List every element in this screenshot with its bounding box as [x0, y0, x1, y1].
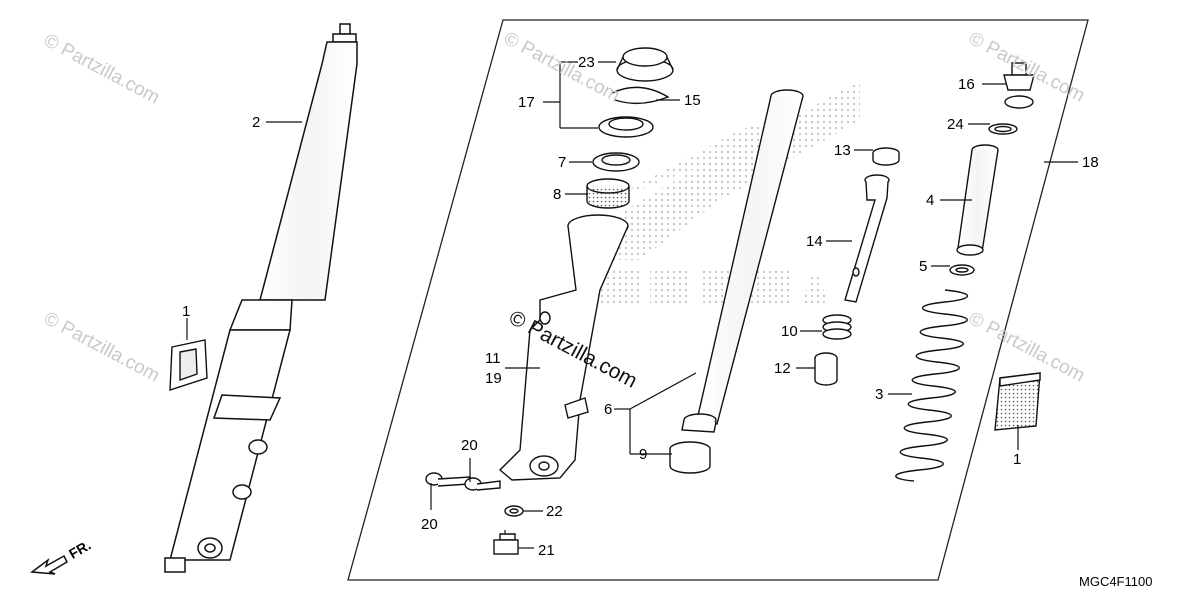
fork-spring-3 [895, 289, 968, 482]
callout-18: 18 [1082, 154, 1099, 171]
diagram-code: MGC4F1100 [1079, 574, 1153, 589]
callout-17: 17 [518, 94, 535, 111]
drain-bolt-21 [493, 533, 519, 555]
spring-seat-5 [949, 264, 975, 276]
exploded-view-frame [347, 19, 1089, 581]
callout-22: 22 [546, 503, 563, 520]
piston-ring-13 [872, 147, 900, 166]
callout-6: 6 [604, 401, 613, 418]
callout-5: 5 [919, 258, 928, 275]
callout-10: 10 [781, 323, 798, 340]
stopper-ring-15 [611, 86, 670, 105]
bolt-20-a [425, 472, 471, 487]
o-ring-24 [988, 123, 1018, 135]
washer-22 [504, 505, 524, 517]
callout-12: 12 [774, 360, 791, 377]
callout-9: 9 [639, 446, 648, 463]
oil-seal-17 [598, 116, 654, 138]
guard-pad-left [169, 339, 208, 391]
callout-21: 21 [538, 542, 555, 559]
slider-bushing-8 [586, 178, 630, 209]
callout-11: 11 [485, 350, 501, 367]
spring-collar-4 [956, 144, 999, 256]
bolt-20-b [464, 477, 501, 491]
callout-13: 13 [834, 142, 851, 159]
honda-wordmark [600, 268, 830, 306]
callout-23: 23 [578, 54, 595, 71]
rebound-spring-10 [822, 314, 852, 340]
callout-24: 24 [947, 116, 964, 133]
callout-8: 8 [553, 186, 562, 203]
backup-ring-7 [592, 152, 640, 172]
damper-rod-14 [844, 174, 890, 303]
callout-2: 2 [252, 114, 261, 131]
dust-seal-23 [616, 47, 674, 82]
callout-3: 3 [875, 386, 884, 403]
callout-1-right: 1 [1013, 451, 1022, 468]
callout-7: 7 [558, 154, 567, 171]
callout-16: 16 [958, 76, 975, 93]
guide-bushing-9 [669, 441, 711, 474]
adjuster-bolt-16 [1003, 62, 1035, 109]
assembled-fork-leg [164, 23, 358, 573]
fork-slider-11-19 [498, 214, 629, 481]
leader-lines [186, 61, 1078, 549]
guard-pad-right [994, 372, 1041, 431]
fork-pipe-6 [681, 89, 804, 433]
callout-19: 19 [485, 370, 502, 387]
callout-14: 14 [806, 233, 823, 250]
front-direction-arrow-icon [29, 554, 68, 575]
callout-20-top: 20 [461, 437, 478, 454]
callout-1-left: 1 [182, 303, 191, 320]
oil-lock-piece-12 [814, 352, 838, 386]
callout-20-bottom: 20 [421, 516, 438, 533]
callout-4: 4 [926, 192, 935, 209]
callout-15: 15 [684, 92, 701, 109]
